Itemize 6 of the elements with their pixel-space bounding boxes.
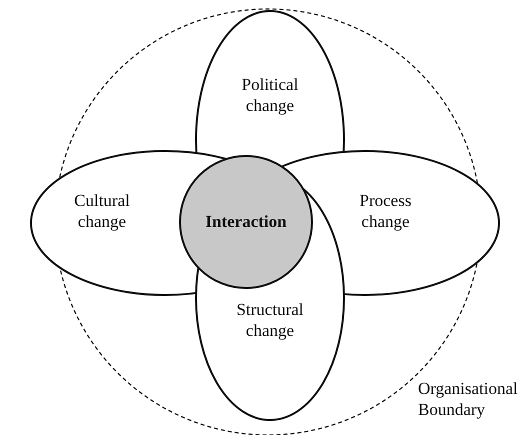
boundary-label: Organisational Boundary [418, 378, 519, 420]
shape-label: Interaction [204, 211, 288, 232]
shape-label: Cultural change [73, 190, 131, 232]
shape-label: Structural change [235, 299, 305, 341]
shape-label: Process change [358, 190, 412, 232]
shape-label: Political change [240, 74, 300, 116]
